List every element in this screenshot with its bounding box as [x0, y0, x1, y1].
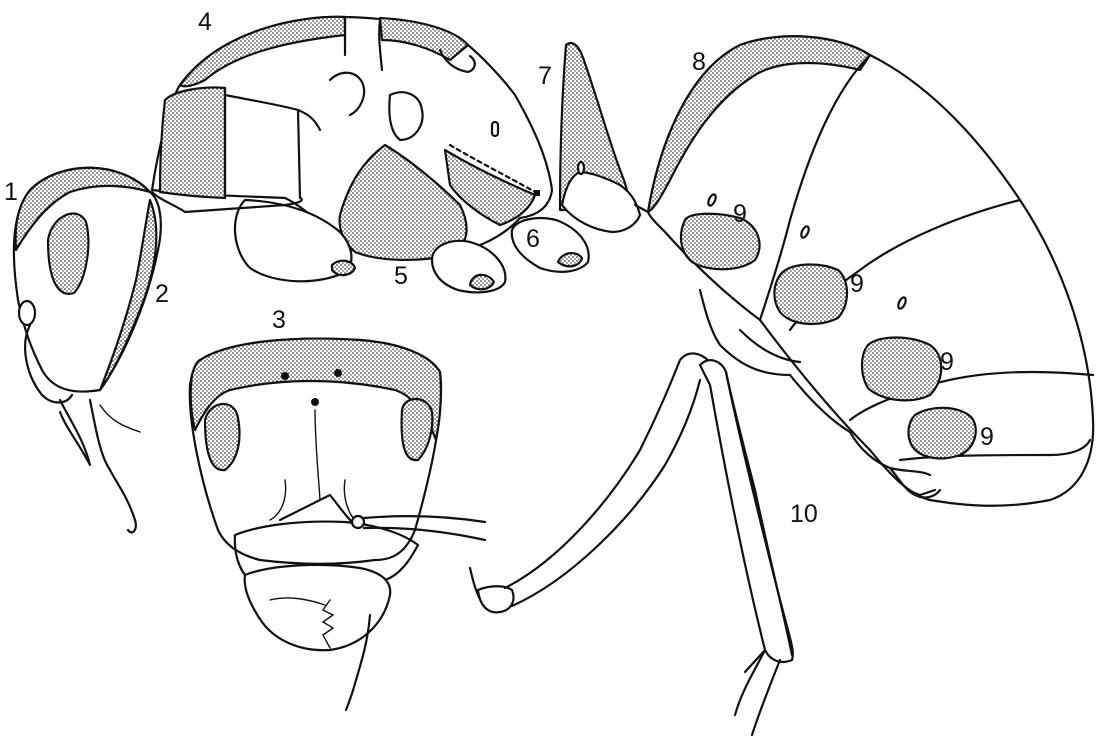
gaster-patch-1: [681, 214, 760, 270]
gaster: [648, 36, 1093, 505]
label-7: 7: [538, 62, 552, 90]
ocellus-median: [311, 398, 319, 406]
mandibles-frontal: [245, 565, 391, 650]
gaster-patch-4: [908, 408, 975, 459]
label-5: 5: [394, 262, 408, 290]
gaster-patch-2: [774, 265, 847, 324]
label-10: 10: [790, 500, 818, 528]
ocellus-left: [281, 372, 289, 380]
label-9-fourth: 9: [980, 423, 994, 451]
ocellus-right: [334, 369, 342, 377]
label-1: 1: [4, 178, 18, 206]
label-2: 2: [155, 280, 169, 308]
label-9-first: 9: [733, 200, 747, 228]
head-frontal: [190, 339, 485, 710]
mesosoma-lateral: [152, 17, 589, 293]
label-9-third: 9: [940, 348, 954, 376]
mid-coxa: [432, 241, 505, 292]
label-6: 6: [526, 225, 540, 253]
petiole: [560, 43, 648, 232]
label-9-second: 9: [850, 270, 864, 298]
label-8: 8: [692, 48, 706, 76]
head-lateral: [14, 168, 161, 533]
label-3: 3: [272, 306, 286, 334]
gaster-patch-3: [862, 338, 941, 401]
hind-leg: [470, 353, 793, 735]
compound-eye-frontal-left: [205, 404, 239, 470]
label-4: 4: [198, 8, 212, 36]
